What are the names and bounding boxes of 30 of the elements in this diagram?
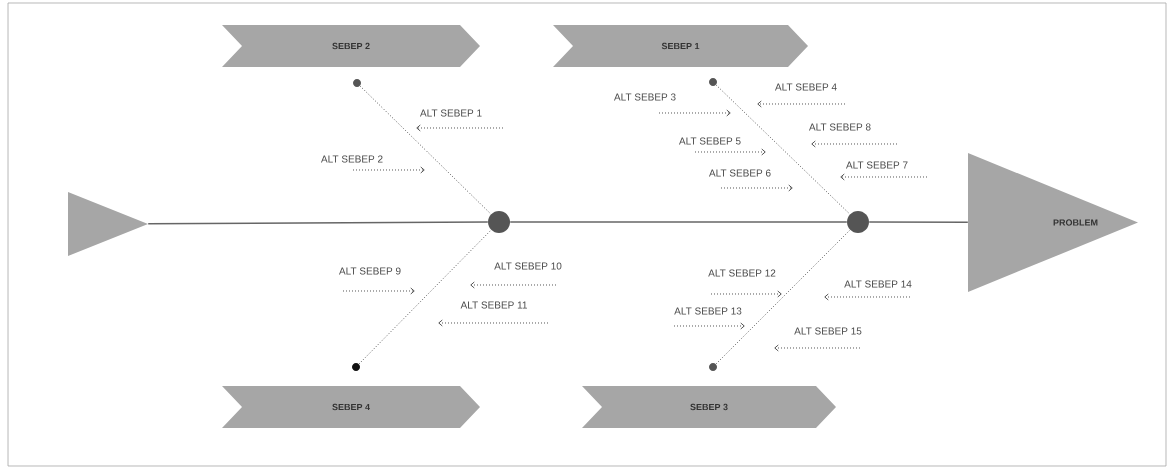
cause-label: ALT SEBEP 2 bbox=[321, 155, 383, 163]
bone-line bbox=[147, 221, 489, 225]
cause-label: ALT SEBEP 5 bbox=[679, 137, 741, 145]
cause-label: ALT SEBEP 6 bbox=[709, 169, 771, 177]
chevron-banner: SEBEP 3 bbox=[582, 386, 836, 428]
chevron-banner: SEBEP 4 bbox=[222, 386, 480, 428]
cause-label: ALT SEBEP 13 bbox=[674, 307, 742, 315]
bone-line bbox=[359, 85, 492, 215]
cause-label: ALT SEBEP 15 bbox=[794, 327, 862, 335]
junction-dot bbox=[847, 211, 869, 233]
cause-label: ALT SEBEP 10 bbox=[494, 262, 562, 270]
fish-head: PROBLEM bbox=[968, 153, 1138, 292]
cause-label: ALT SEBEP 4 bbox=[775, 83, 837, 91]
chevron-banner: SEBEP 2 bbox=[222, 25, 480, 67]
bone-line bbox=[715, 229, 851, 365]
cause-label: ALT SEBEP 1 bbox=[420, 109, 482, 117]
cause-label: ALT SEBEP 14 bbox=[844, 280, 912, 288]
cause-label: ALT SEBEP 12 bbox=[708, 269, 776, 277]
cause-label: ALT SEBEP 9 bbox=[339, 267, 401, 275]
cause-label: ALT SEBEP 8 bbox=[809, 123, 871, 131]
cause-label: ALT SEBEP 11 bbox=[460, 301, 527, 309]
bone-line bbox=[358, 229, 492, 365]
chevron-banner: SEBEP 1 bbox=[553, 25, 808, 67]
bone-line bbox=[715, 84, 851, 215]
cause-label: ALT SEBEP 3 bbox=[614, 93, 676, 101]
bone-line bbox=[868, 221, 969, 224]
tail-triangle bbox=[68, 192, 148, 256]
bone-line bbox=[509, 221, 848, 223]
cause-label: ALT SEBEP 7 bbox=[846, 161, 908, 169]
junction-dot bbox=[488, 211, 510, 233]
